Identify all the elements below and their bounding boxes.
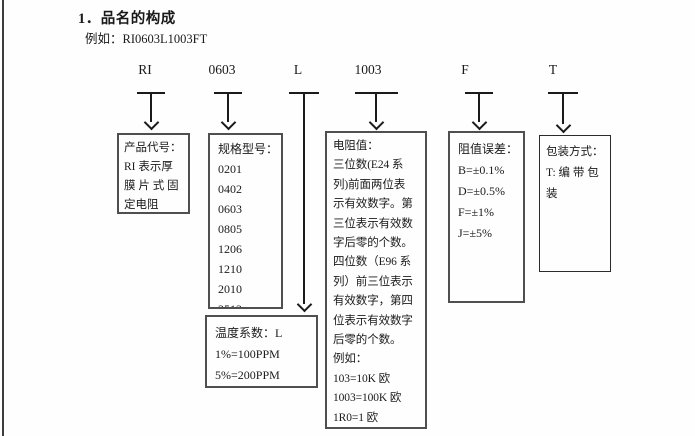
box-line: 0805 <box>218 222 242 236</box>
arrow-down-icon <box>143 114 160 131</box>
box-line: 温度系数：L <box>215 326 283 340</box>
box-line: 列)前面两位表 <box>333 178 406 191</box>
box-line: 三位数(E24 系 <box>333 159 404 172</box>
arrow-down-icon <box>296 296 313 313</box>
connector-stem-t <box>562 92 564 124</box>
box-line: D=±0.5% <box>458 184 506 198</box>
box-line: 规格型号： <box>218 142 279 156</box>
product-code-box: 产品代号： RI 表示厚膜 片 式 固定电阻 <box>117 133 190 214</box>
box-line: 膜 片 式 固 <box>124 180 179 192</box>
box-line: 2010 <box>218 282 242 296</box>
page-left-border <box>2 0 4 436</box>
part-label-l: L <box>293 62 303 77</box>
box-line: T: 编 带 包 <box>546 167 599 179</box>
connector-stem-0603 <box>227 92 229 122</box>
arrow-down-icon <box>368 114 385 131</box>
connector-stem-f <box>478 92 480 122</box>
box-line: 定电阻 <box>124 199 159 211</box>
box-line: 装 <box>546 188 558 200</box>
part-label-f: F <box>461 62 469 77</box>
box-line: 四位数（E96 系 <box>333 256 411 269</box>
box-line: 5%=200PPM <box>215 368 280 382</box>
box-line: 位表示有效数字 <box>333 314 413 327</box>
box-line: 1%=100PPM <box>215 347 280 361</box>
box-line: 阻值误差： <box>458 142 519 156</box>
spec-size-box: 规格型号： 0201 0402 0603 0805 1206 1210 2010 2512 <box>208 133 283 309</box>
connector-stem-l <box>303 92 305 304</box>
box-line: 1003=100K 欧 <box>333 392 402 405</box>
box-line: 0402 <box>218 182 242 196</box>
box-line: 有效数字，第四 <box>333 295 413 308</box>
arrow-down-icon <box>555 117 572 134</box>
connector-stem-ri <box>150 92 152 122</box>
box-line: 列）前三位表示 <box>333 275 413 288</box>
box-line: 产品代号： <box>124 142 182 154</box>
arrow-down-icon <box>220 114 237 131</box>
part-label-0603: 0603 <box>208 62 236 77</box>
box-line: F=±1% <box>458 205 495 219</box>
box-line: 1206 <box>218 242 242 256</box>
box-line: 0603 <box>218 202 242 216</box>
temperature-coefficient-box: 温度系数：L 1%=100PPM 5%=200PPM <box>205 315 318 388</box>
box-line: 2512 <box>218 302 242 309</box>
arrow-down-icon <box>471 114 488 131</box>
box-line: 三位表示有效数 <box>333 217 413 230</box>
box-line: 后零的个数。 <box>333 334 402 347</box>
packaging-box: 包装方式： T: 编 带 包装 <box>539 135 611 272</box>
connector-stem-1003 <box>375 92 377 122</box>
box-line: 1R0=1 欧 <box>333 411 379 424</box>
box-line: 1210 <box>218 262 242 276</box>
part-label-1003: 1003 <box>354 62 382 77</box>
box-line: 103=10K 欧 <box>333 372 391 385</box>
resistance-value-box: 电阻值： 三位数(E24 系列)前面两位表示有效数字。第三位表示有效数字后零的个数… <box>325 131 427 429</box>
box-line: 字后零的个数。 <box>333 237 413 250</box>
box-line: 包装方式： <box>546 146 604 158</box>
box-line: 电阻值： <box>333 140 379 152</box>
box-line: 0201 <box>218 162 242 176</box>
box-line: J=±5% <box>458 226 493 240</box>
part-label-t: T <box>548 62 558 77</box>
box-line: 示有效数字。第 <box>333 198 413 211</box>
section-heading: 1．品名的构成 <box>78 11 176 27</box>
box-line: RI 表示厚 <box>124 161 173 173</box>
example-part-number: 例如：RI0603L1003FT <box>85 32 208 46</box>
box-line: B=±0.1% <box>458 163 505 177</box>
box-line: 例如： <box>333 353 368 366</box>
part-label-ri: RI <box>138 62 152 77</box>
tolerance-box: 阻值误差： B=±0.1% D=±0.5% F=±1% J=±5% <box>448 131 525 303</box>
